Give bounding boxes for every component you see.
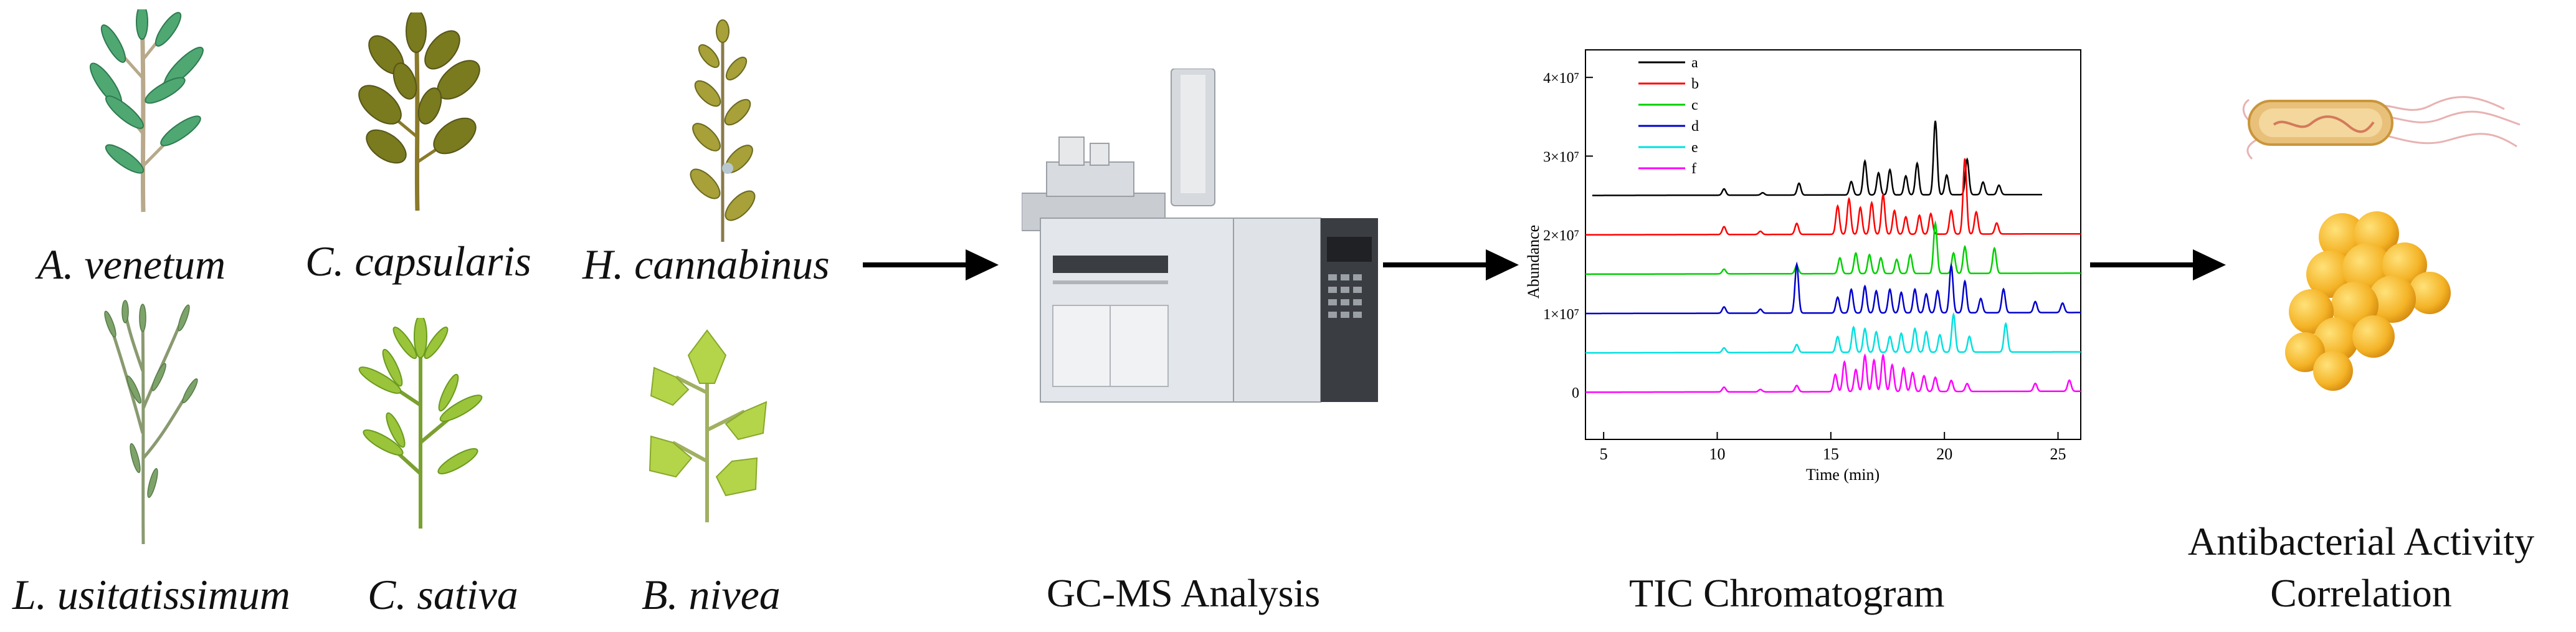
plant-icon-a-venetum	[90, 9, 204, 213]
legend-label-e: e	[1691, 140, 1698, 156]
plant-icon-h-cannabinus	[690, 19, 756, 242]
y-tick-label: 2×10⁷	[1543, 228, 1579, 244]
series-b-line	[1585, 158, 2081, 236]
series-f-line	[1585, 353, 2081, 393]
y-axis-label: Abundance	[1524, 225, 1542, 299]
plant-icon-b-nivea	[649, 329, 768, 522]
rod-bacterium-icon	[2242, 96, 2521, 160]
arrow-icon	[1383, 249, 1519, 280]
x-tick-label: 5	[1600, 445, 1608, 463]
tic-chromatogram-chart: Abundance Time (min) 5 10 15 20 25 0 1×10⁷ 2×10…	[1524, 49, 2081, 484]
legend-label-d: d	[1691, 118, 1699, 135]
plot-frame	[1585, 49, 2081, 440]
y-tick-label: 3×10⁷	[1543, 149, 1579, 165]
gc-ms-instrument-icon	[1022, 69, 1378, 403]
x-tick-label: 10	[1709, 445, 1726, 463]
plant-label-c-sativa: C. sativa	[368, 571, 518, 618]
plant-label-a-venetum: A. venetum	[37, 241, 226, 288]
plant-label-b-nivea: B. nivea	[642, 571, 781, 618]
plant-label-c-capsularis: C. capsularis	[305, 237, 531, 285]
x-tick-label: 15	[1823, 445, 1839, 463]
tic-chromatogram-label: TIC Chromatogram	[1629, 571, 1945, 615]
plant-label-h-cannabinus: H. cannabinus	[582, 241, 830, 288]
x-tick-label: 25	[2050, 445, 2066, 463]
legend-label-b: b	[1691, 76, 1699, 92]
plant-icon-l-usitatissimum	[104, 300, 198, 545]
series-a-line	[1592, 120, 2042, 196]
series-d-line	[1585, 261, 2081, 315]
x-axis-label: Time (min)	[1806, 466, 1880, 484]
legend-label-a: a	[1691, 55, 1698, 71]
arrow-icon	[2090, 249, 2226, 280]
plant-icon-c-capsularis	[358, 12, 480, 211]
y-tick-label: 4×10⁷	[1543, 70, 1579, 87]
plant-label-l-usitatissimum: L. usitatissimum	[12, 571, 290, 618]
plant-icon-c-sativa	[358, 318, 483, 529]
series-e-line	[1585, 312, 2081, 354]
antibacterial-label-line2: Correlation	[2270, 571, 2452, 615]
legend-label-f: f	[1691, 161, 1696, 177]
coccus-cluster-icon	[2285, 211, 2451, 391]
series-c-line	[1585, 220, 2081, 275]
antibacterial-label-line1: Antibacterial Activity	[2187, 519, 2535, 563]
y-tick-label: 0	[1572, 385, 1579, 401]
legend-label-c: c	[1691, 97, 1698, 113]
x-tick-label: 20	[1936, 445, 1952, 463]
arrow-icon	[863, 249, 999, 280]
gc-ms-analysis-label: GC-MS Analysis	[1047, 571, 1321, 615]
y-tick-label: 1×10⁷	[1543, 307, 1579, 323]
